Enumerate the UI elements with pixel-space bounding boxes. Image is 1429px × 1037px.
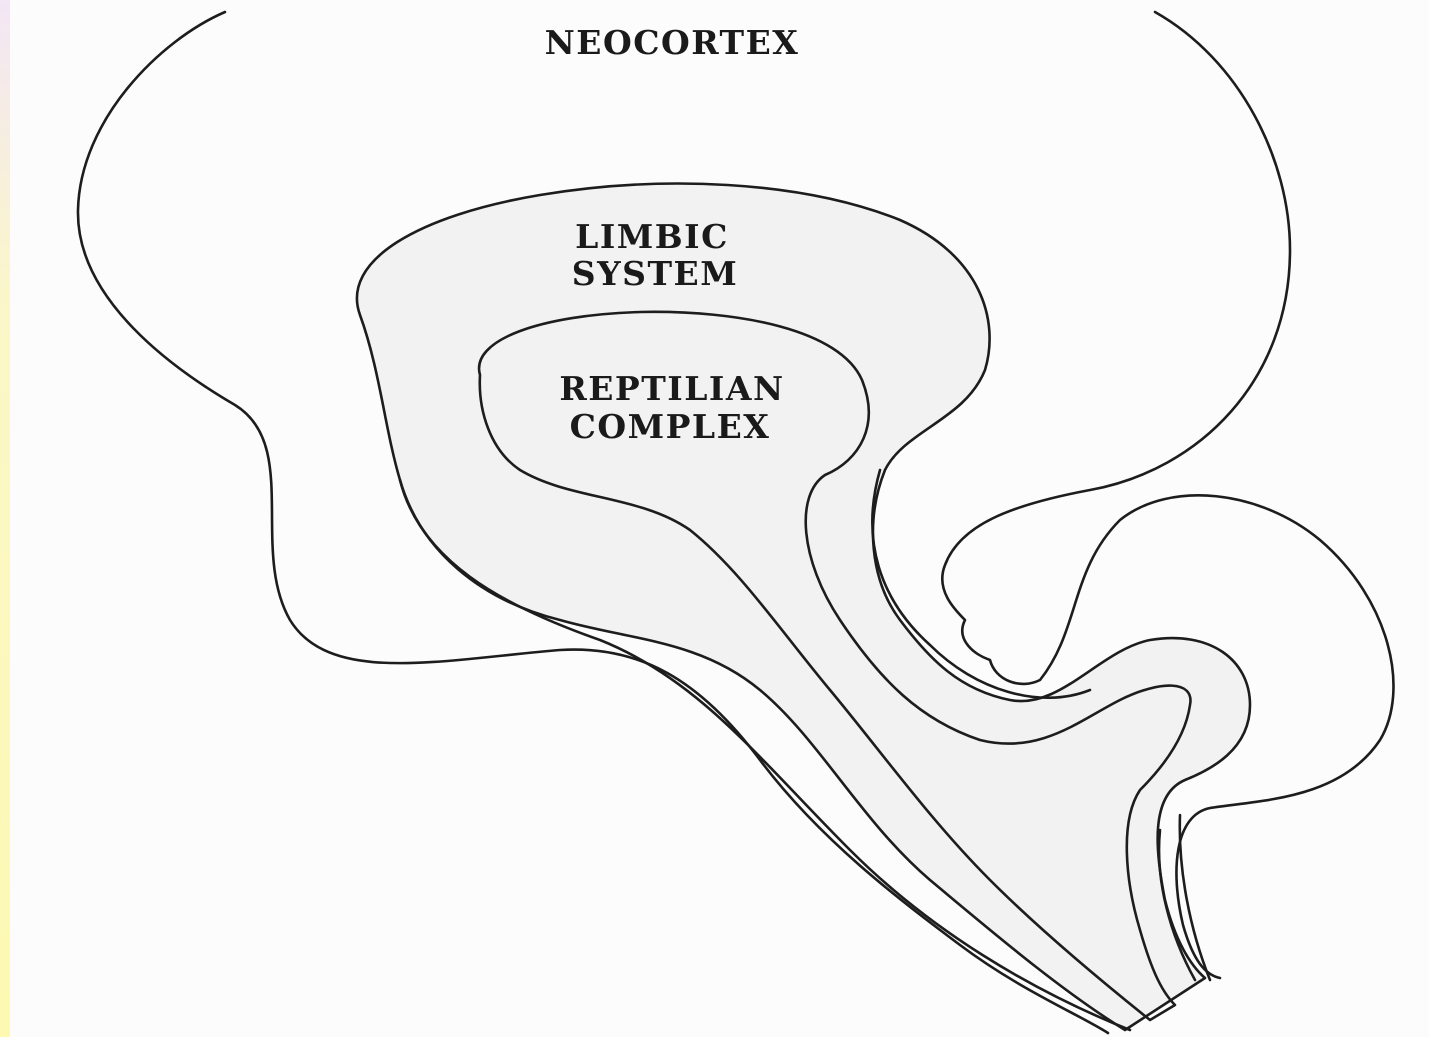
reptilian-label-line1: REPTILIAN — [559, 369, 784, 408]
neocortex-label: NEOCORTEX — [545, 23, 800, 62]
reptilian-label-line2: COMPLEX — [570, 407, 771, 446]
limbic-label-line2: SYSTEM — [572, 254, 738, 293]
limbic-label-line1: LIMBIC — [575, 217, 729, 256]
limbic-system-region — [357, 184, 1250, 1030]
